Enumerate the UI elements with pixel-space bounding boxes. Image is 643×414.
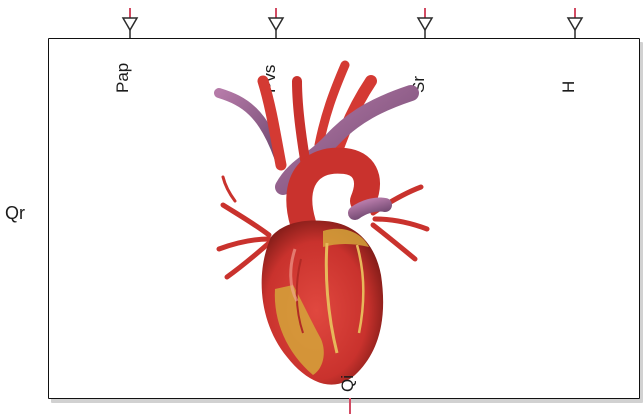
heart-illustration — [205, 53, 445, 393]
port-label-h: H — [559, 41, 579, 93]
input-port-pvs[interactable] — [266, 8, 286, 38]
input-port-sr[interactable] — [415, 8, 435, 38]
output-port-line[interactable] — [349, 398, 351, 414]
output-label-qi: Qi — [338, 356, 358, 392]
port-label-pap: Pap — [113, 41, 133, 93]
side-label-qr: Qr — [5, 203, 25, 223]
input-port-pap[interactable] — [120, 8, 140, 38]
input-port-h[interactable] — [565, 8, 585, 38]
